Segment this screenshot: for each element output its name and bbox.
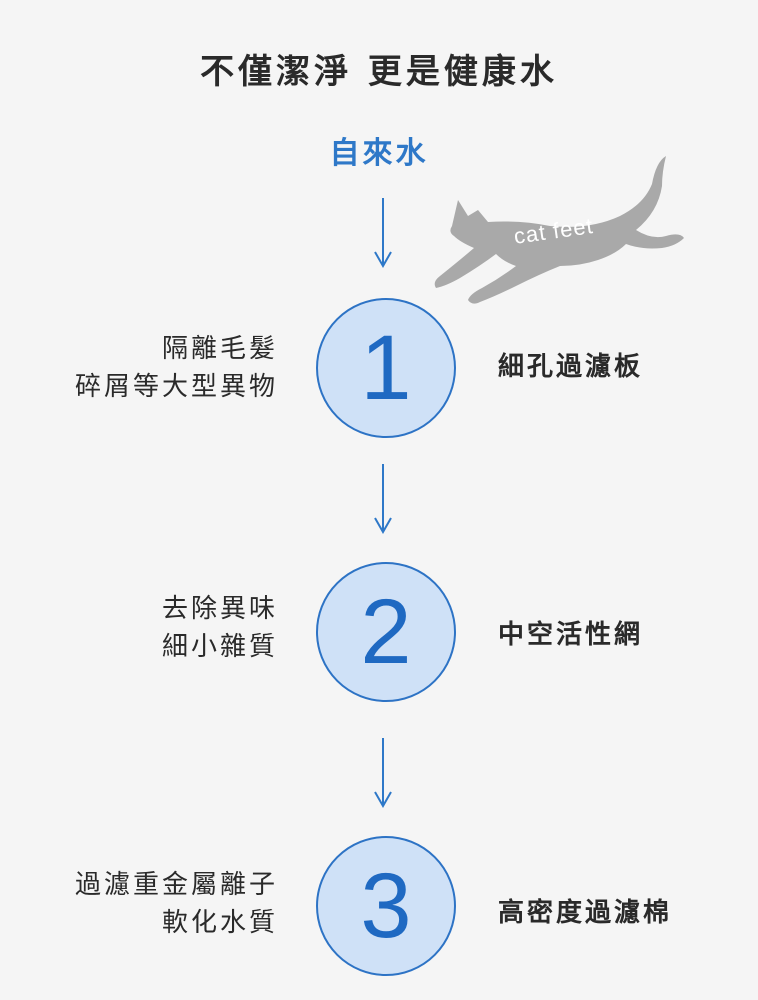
stage-1-number: 1 — [360, 317, 412, 419]
stage-1-effect-line-1: 隔離毛髮 — [161, 334, 278, 364]
stage-1-circle: 1 — [316, 298, 456, 438]
flow-arrow — [371, 464, 395, 534]
stage-2-number: 2 — [360, 581, 412, 683]
stage-2-effect: 去除異味 細小雜質 — [18, 590, 278, 666]
stage-3-circle: 3 — [316, 836, 456, 976]
stage-1-effect: 隔離毛髮 碎屑等大型異物 — [18, 330, 278, 406]
source-label: 自來水 — [329, 136, 429, 171]
cat-icon — [434, 156, 684, 304]
page-title: 不僅潔淨 更是健康水 — [200, 52, 558, 92]
stage-2-effect-line-1: 去除異味 — [161, 594, 278, 624]
stage-1-filter: 細孔過濾板 — [498, 352, 644, 382]
stage-1-effect-line-2: 碎屑等大型異物 — [74, 372, 278, 402]
stage-3-number: 3 — [360, 855, 412, 957]
stage-2-filter: 中空活性網 — [498, 620, 644, 650]
stage-3-effect-line-1: 過濾重金屬離子 — [74, 870, 278, 900]
stage-3-effect: 過濾重金屬離子 軟化水質 — [18, 866, 278, 942]
stage-3-filter: 高密度過濾棉 — [498, 898, 673, 928]
stage-3-effect-line-2: 軟化水質 — [161, 908, 278, 938]
flow-arrow — [371, 198, 395, 268]
flow-arrow — [371, 738, 395, 808]
stage-2-effect-line-2: 細小雜質 — [161, 632, 278, 662]
stage-2-circle: 2 — [316, 562, 456, 702]
